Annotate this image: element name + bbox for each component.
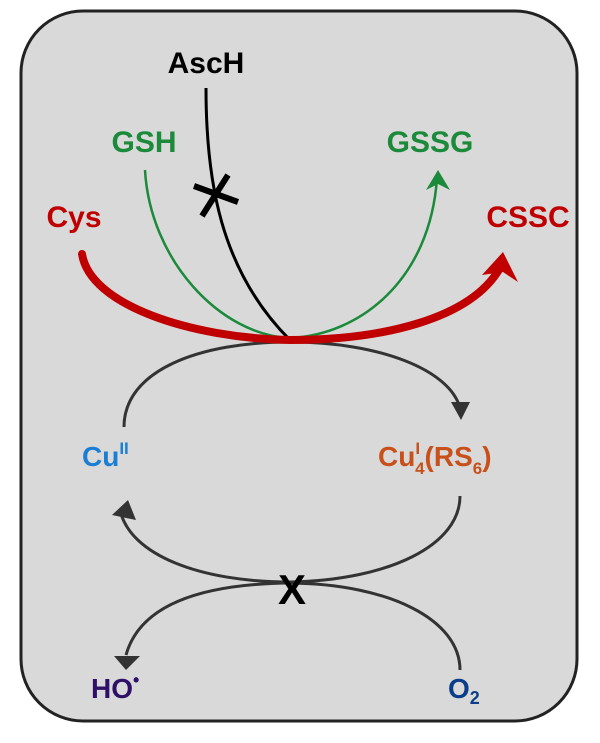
arc-o2-to-hydroxyl (124, 581, 462, 671)
blocked-mark-asch (192, 173, 240, 218)
hydroxyl-base: HO (91, 673, 133, 704)
label-hydroxyl: HO• (91, 670, 139, 704)
label-cssc: CSSC (486, 201, 569, 234)
cu2-oxidation-state: II (119, 439, 128, 458)
label-gsh: GSH (111, 126, 176, 159)
label-asch: AscH (168, 47, 245, 80)
cu1-ligand-count: 6 (473, 459, 482, 478)
oxygen-count: 2 (470, 688, 480, 708)
arc-cys-to-cssc (78, 250, 504, 345)
cu1-count: 4 (415, 459, 425, 478)
cu2-base: Cu (82, 441, 119, 472)
hydroxyl-radical-dot: • (133, 670, 139, 690)
cu1-ligand-open: (RS (425, 441, 473, 472)
label-oxygen: O2 (448, 673, 480, 708)
arrowhead-cssc (482, 252, 518, 282)
label-gssg: GSSG (387, 126, 474, 159)
arrowhead-hydroxyl (114, 656, 140, 670)
diagram-panel (19, 9, 579, 723)
arrowhead-cu2 (112, 500, 136, 520)
label-cys: Cys (46, 201, 101, 234)
line-asch (204, 87, 292, 342)
arrowhead-gssg (426, 170, 450, 190)
cu1-oxidation-state: I (415, 439, 420, 458)
cu1-ligand-close: ) (482, 441, 491, 472)
blocked-mark-cycle: X (278, 566, 306, 613)
label-cu2: CuII (82, 439, 129, 472)
cu1-base: Cu (378, 441, 415, 472)
arrowhead-cu1 (451, 402, 470, 420)
oxygen-base: O (448, 673, 470, 704)
